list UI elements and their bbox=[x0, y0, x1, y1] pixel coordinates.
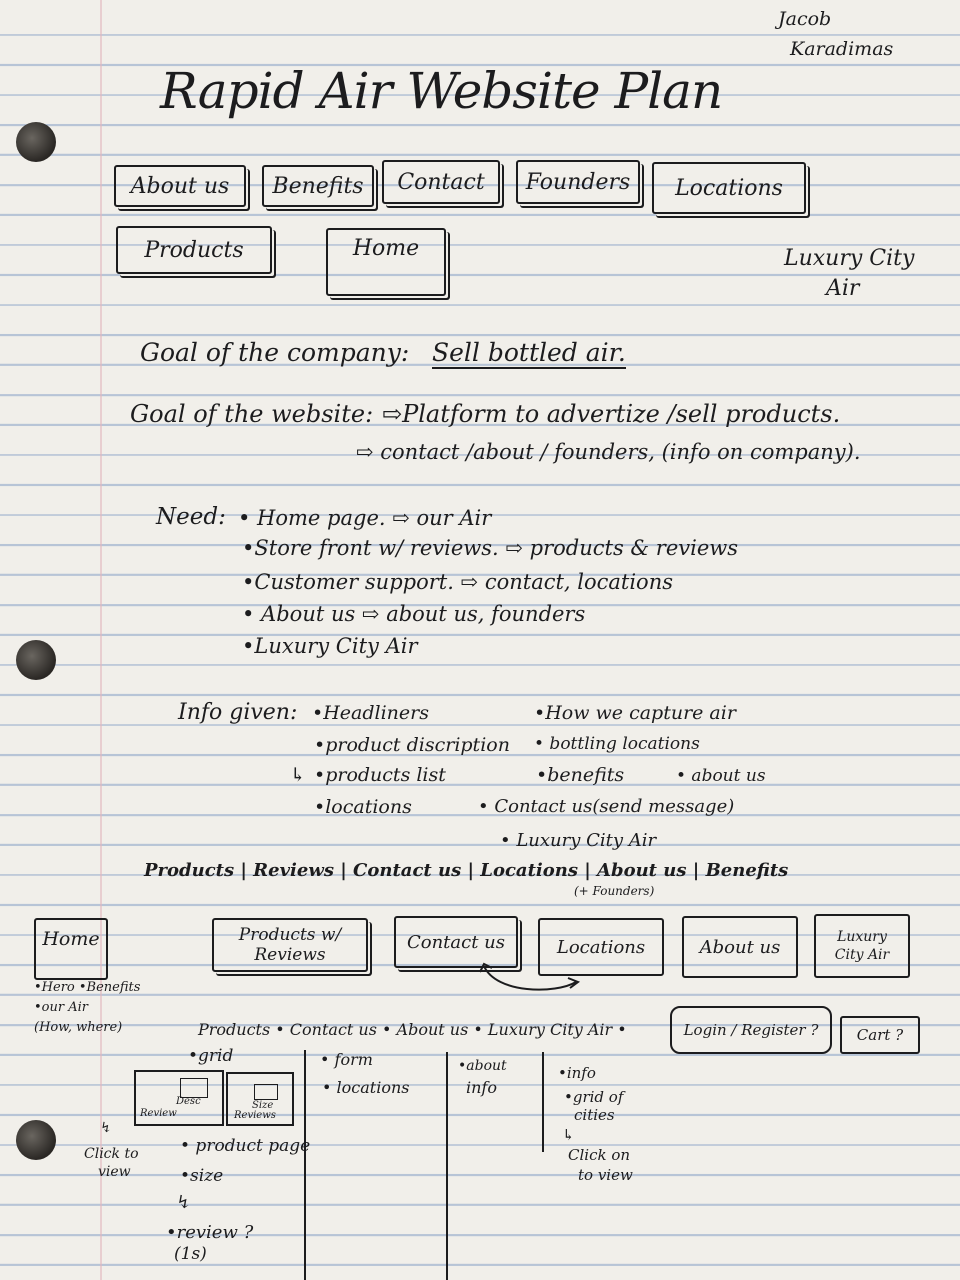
home-note: •Hero •Benefits bbox=[34, 980, 141, 995]
info-item: •benefits bbox=[536, 764, 625, 786]
cart-box: Cart ? bbox=[840, 1016, 920, 1054]
nav-box-founders: Founders bbox=[516, 160, 640, 204]
page-box-products: Products w/ Reviews bbox=[212, 918, 368, 972]
squiggle-mark: ↯ bbox=[176, 1192, 192, 1213]
need-item: • Home page. ⇨ our Air bbox=[238, 506, 492, 530]
info-item: •product discription bbox=[314, 734, 510, 756]
nav-box-home: Home bbox=[326, 228, 446, 296]
luxury-item: to view bbox=[578, 1166, 633, 1184]
page-box-contact: Contact us bbox=[394, 916, 518, 968]
goal-company-value: Sell bottled air. bbox=[432, 338, 626, 369]
need-item: •Luxury City Air bbox=[242, 634, 418, 658]
nav-line-sub: (+ Founders) bbox=[574, 884, 655, 898]
curved-arrow-icon bbox=[479, 962, 581, 991]
info-item: •locations bbox=[314, 796, 412, 818]
product-card-sketch: Desc Review bbox=[134, 1070, 224, 1126]
luxury-item: cities bbox=[574, 1106, 615, 1124]
luxury-item: Click on bbox=[568, 1146, 631, 1164]
products-item: • product page bbox=[180, 1136, 311, 1156]
need-item: • About us ⇨ about us, founders bbox=[242, 602, 586, 626]
info-item: •products list bbox=[314, 764, 446, 786]
author-first-name: Jacob bbox=[778, 8, 832, 30]
product-card-sketch: Size Reviews bbox=[226, 1072, 294, 1126]
sketch-label: Size bbox=[252, 1100, 274, 1111]
page-box-home: Home bbox=[34, 918, 108, 980]
goal-website-line1: ⇨Platform to advertize /sell products. bbox=[382, 400, 841, 428]
info-item: • Luxury City Air bbox=[500, 830, 657, 851]
login-register-box: Login / Register ? bbox=[670, 1006, 832, 1054]
column-divider bbox=[446, 1052, 448, 1280]
page-box-about: About us bbox=[682, 916, 798, 978]
sketch-label: Review bbox=[140, 1108, 177, 1119]
info-item: • Contact us(send message) bbox=[478, 796, 735, 817]
products-item: (1s) bbox=[174, 1244, 207, 1264]
side-note-line2: Air bbox=[826, 276, 860, 301]
side-note-line1: Luxury City bbox=[784, 246, 915, 271]
binder-hole-bottom bbox=[16, 1120, 56, 1160]
need-label: Need: bbox=[156, 504, 226, 530]
luxury-item: •info bbox=[558, 1064, 596, 1082]
info-item: •Headliners bbox=[312, 702, 429, 724]
need-item: •Store front w/ reviews. ⇨ products & re… bbox=[242, 536, 739, 560]
products-item: •size bbox=[180, 1166, 224, 1186]
contact-item: • form bbox=[320, 1050, 373, 1069]
about-item: •about bbox=[458, 1058, 507, 1074]
sketch-label: Reviews bbox=[234, 1110, 276, 1121]
goal-website-label: Goal of the website: bbox=[130, 400, 374, 428]
down-arrow-mark: ↯ bbox=[100, 1120, 112, 1136]
products-item: •grid bbox=[188, 1046, 234, 1066]
nav-box-locations: Locations bbox=[652, 162, 806, 214]
info-arrow-mark: ↳ bbox=[290, 764, 306, 786]
page-box-locations: Locations bbox=[538, 918, 664, 976]
binder-hole-top bbox=[16, 122, 56, 162]
info-item: • bottling locations bbox=[534, 734, 700, 754]
goal-website-line2: ⇨ contact /about / founders, (info on co… bbox=[356, 440, 861, 464]
home-note: (How, where) bbox=[34, 1020, 123, 1035]
sketch-label: Desc bbox=[176, 1096, 201, 1107]
nav-line: Products | Reviews | Contact us | Locati… bbox=[144, 860, 789, 881]
about-item: info bbox=[466, 1078, 497, 1097]
nav-box-about-us: About us bbox=[114, 165, 246, 207]
click-note: Click to bbox=[84, 1146, 139, 1162]
nav-box-benefits: Benefits bbox=[262, 165, 374, 207]
nav-box-contact: Contact bbox=[382, 160, 500, 204]
need-item: •Customer support. ⇨ contact, locations bbox=[242, 570, 674, 594]
home-note: •our Air bbox=[34, 1000, 88, 1015]
margin-line bbox=[100, 0, 102, 1280]
luxury-item: •grid of bbox=[564, 1088, 624, 1106]
luxury-arrow-mark: ↳ bbox=[562, 1126, 575, 1144]
contact-item: • locations bbox=[322, 1078, 410, 1097]
goal-company-label: Goal of the company: bbox=[140, 338, 410, 367]
sitemap-line: Products • Contact us • About us • Luxur… bbox=[198, 1020, 627, 1039]
info-item: •How we capture air bbox=[534, 702, 736, 724]
column-divider bbox=[304, 1050, 306, 1280]
page-title: Rapid Air Website Plan bbox=[160, 62, 723, 120]
products-item: •review ? bbox=[166, 1222, 254, 1243]
info-item: • about us bbox=[676, 766, 766, 786]
author-last-name: Karadimas bbox=[790, 38, 894, 60]
info-given-label: Info given: bbox=[178, 700, 298, 725]
page-box-luxury: Luxury City Air bbox=[814, 914, 910, 978]
column-divider bbox=[542, 1052, 544, 1152]
click-note: view bbox=[98, 1164, 131, 1180]
nav-box-products: Products bbox=[116, 226, 272, 274]
binder-hole-middle bbox=[16, 640, 56, 680]
